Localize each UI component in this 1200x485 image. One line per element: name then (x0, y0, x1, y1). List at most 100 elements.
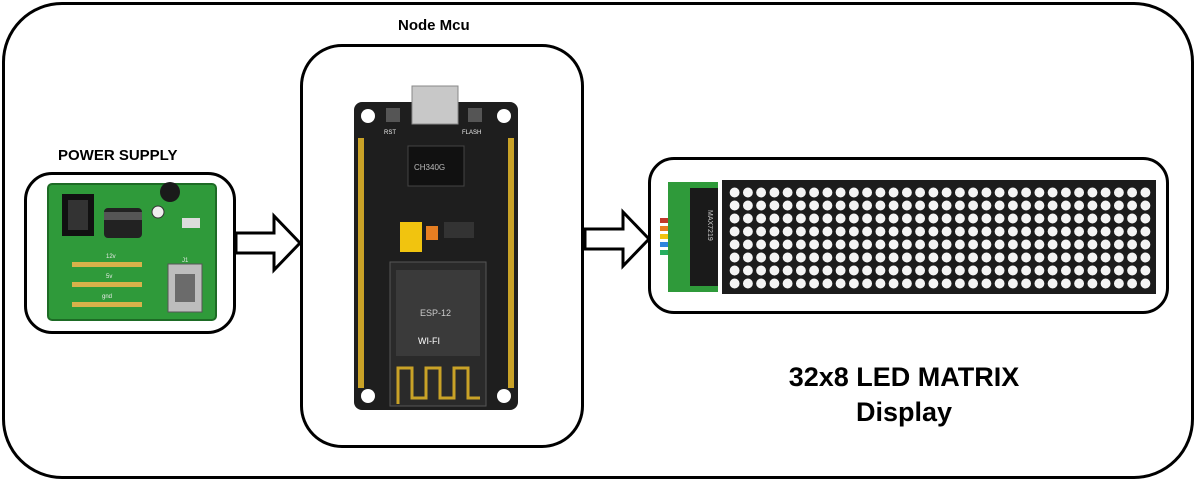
led-dot (822, 265, 833, 276)
led-dot (875, 213, 886, 224)
rst-label: RST (384, 130, 396, 136)
led-dot (848, 187, 859, 198)
led-dot (809, 278, 820, 289)
led-dot (1074, 200, 1085, 211)
led-dot (1074, 187, 1085, 198)
led-dot (1060, 278, 1071, 289)
led-dot (1021, 200, 1032, 211)
silkscreen-12v: 12v (106, 254, 116, 260)
led-dot (901, 213, 912, 224)
led-dot (742, 226, 753, 237)
led-dot (915, 252, 926, 263)
led-dot (1060, 226, 1071, 237)
arrow-mcu-to-matrix (583, 208, 652, 270)
led-dot (862, 239, 873, 250)
led-dot (1021, 187, 1032, 198)
led-dot (809, 265, 820, 276)
led-dot (769, 200, 780, 211)
led-dot (1127, 239, 1138, 250)
led-dot (729, 239, 740, 250)
led-dot (928, 213, 939, 224)
led-dot (769, 213, 780, 224)
led-dot (822, 187, 833, 198)
led-dot (729, 213, 740, 224)
led-dot (809, 226, 820, 237)
led-dot (1100, 200, 1111, 211)
led-dot (1047, 200, 1058, 211)
led-dot (1034, 200, 1045, 211)
right-pin-header (508, 138, 514, 388)
led-dot (1100, 278, 1111, 289)
led-dot (1140, 239, 1151, 250)
led-dot (888, 200, 899, 211)
led-dot (782, 187, 793, 198)
led-dot (915, 200, 926, 211)
led-dot (941, 239, 952, 250)
led-dot (1047, 252, 1058, 263)
led-dot (1047, 187, 1058, 198)
led-dot (729, 187, 740, 198)
led-dot (941, 226, 952, 237)
led-dot (1140, 252, 1151, 263)
led-dot (809, 200, 820, 211)
led-dot (1021, 226, 1032, 237)
led-dot (862, 278, 873, 289)
led-dot (1074, 239, 1085, 250)
led-dot (928, 278, 939, 289)
led-dot (901, 265, 912, 276)
led-dot (1007, 213, 1018, 224)
led-dot (835, 265, 846, 276)
led-dot (968, 265, 979, 276)
led-dot (1034, 187, 1045, 198)
led-dot (1074, 278, 1085, 289)
led-dot (729, 278, 740, 289)
led-dot (1100, 187, 1111, 198)
led-dot (862, 200, 873, 211)
led-dot (1007, 239, 1018, 250)
led-dot (875, 187, 886, 198)
led-dot (968, 252, 979, 263)
led-dot (795, 226, 806, 237)
led-dot (981, 200, 992, 211)
led-dot (1007, 252, 1018, 263)
led-dot (756, 278, 767, 289)
led-dot (954, 265, 965, 276)
led-dot (968, 239, 979, 250)
led-dot (1140, 200, 1151, 211)
led-dot (729, 200, 740, 211)
led-dot (928, 226, 939, 237)
led-matrix-title-line1: 32x8 LED MATRIX (788, 362, 1020, 392)
led-dot (928, 200, 939, 211)
led-dot (742, 200, 753, 211)
wifi-brand: WI-FI (418, 336, 440, 346)
led-dot (756, 239, 767, 250)
led-dot (1034, 265, 1045, 276)
led-dot (835, 213, 846, 224)
led-dot (835, 200, 846, 211)
driver-chip-label: MAX7219 (706, 210, 713, 241)
led-dot (1060, 265, 1071, 276)
led-dot (1087, 200, 1098, 211)
led-dot (1060, 213, 1071, 224)
led-dot (1113, 278, 1124, 289)
led-dot (941, 187, 952, 198)
led-dot (862, 226, 873, 237)
led-dot (888, 239, 899, 250)
led-dot (848, 239, 859, 250)
led-dot (954, 187, 965, 198)
led-dot (954, 239, 965, 250)
led-dot (981, 278, 992, 289)
led-dot (968, 278, 979, 289)
led-dot (901, 252, 912, 263)
led-dot (1060, 252, 1071, 263)
led-dot (809, 252, 820, 263)
wire-stub (660, 234, 672, 239)
led-dot (848, 200, 859, 211)
led-dot (901, 226, 912, 237)
wire-stub (660, 242, 672, 247)
led-dot (1127, 226, 1138, 237)
led-dot (835, 252, 846, 263)
led-dot (968, 200, 979, 211)
led-dot (1140, 226, 1151, 237)
led-dot (981, 265, 992, 276)
